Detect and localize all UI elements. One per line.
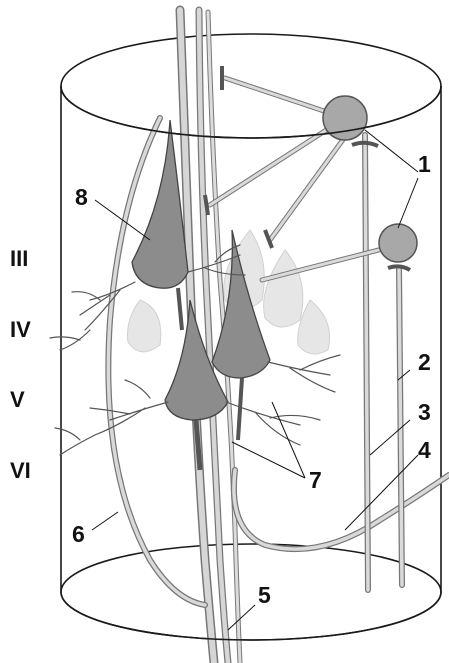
callout-3: 3 [418,399,431,425]
layer-label-vi: VI [10,458,31,483]
layer-label-iii: III [10,246,28,271]
callout-4: 4 [418,437,431,463]
callout-7: 7 [309,467,322,493]
callout-8: 8 [75,184,88,210]
callout-5: 5 [258,582,271,608]
callout-1: 1 [418,151,431,177]
layer-label-v: V [10,387,25,412]
pyramidal-cell-upper [132,120,188,288]
callout-2: 2 [418,349,431,375]
afferent-cell-lower [379,224,417,262]
layer-label-iv: IV [10,317,31,342]
callout-6: 6 [72,521,85,547]
